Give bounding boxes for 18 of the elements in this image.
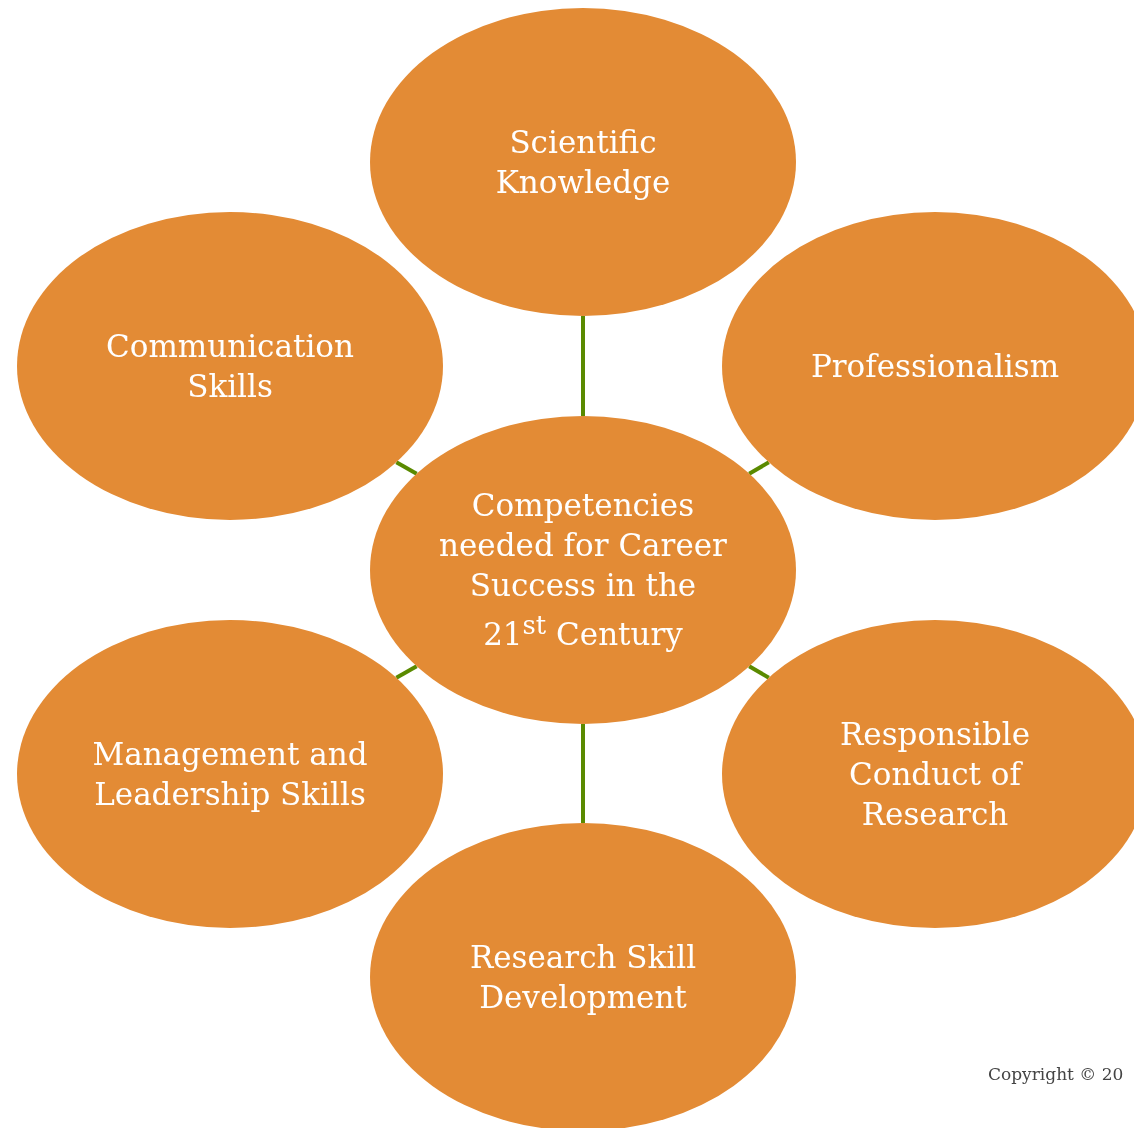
node-label: Research Skill Development <box>468 938 698 1017</box>
connector-line <box>581 316 585 416</box>
node-label: Competencies needed for Career Success in the 21$^{st}$ Century <box>438 486 728 655</box>
ellipse-node <box>370 416 796 724</box>
copyright-note: Copyright © 20 <box>988 1064 1124 1084</box>
connector-line <box>395 664 418 680</box>
node-label: Professionalism <box>810 347 1060 386</box>
node-label: Management and Leadership Skills <box>91 735 369 814</box>
ellipse-node <box>17 212 443 520</box>
connector-line <box>581 724 585 823</box>
ellipse-node <box>370 8 796 316</box>
node-label: Scientific Knowledge <box>494 123 672 202</box>
ellipse-node <box>17 620 443 928</box>
connector-line <box>748 460 770 476</box>
node-label: Communication Skills <box>105 327 355 406</box>
node-label: Responsible Conduct of Research <box>839 715 1031 834</box>
connector-line <box>395 460 418 476</box>
connector-line <box>748 664 770 680</box>
